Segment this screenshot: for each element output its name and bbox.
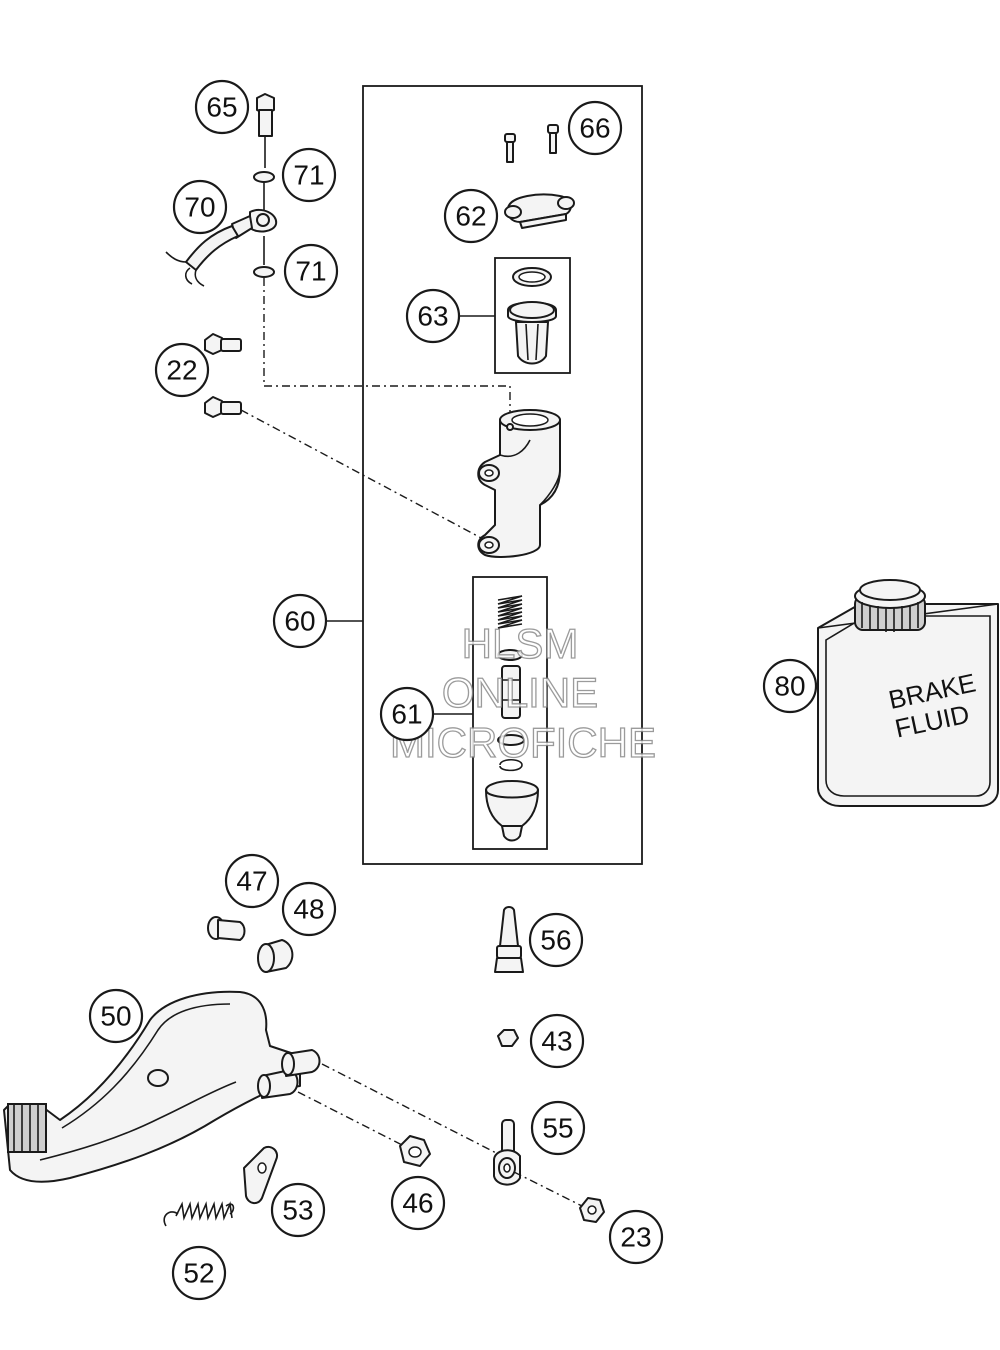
- master-cylinder-body: [477, 409, 561, 558]
- svg-text:43: 43: [541, 1026, 572, 1057]
- seal-61b: [497, 734, 525, 746]
- piston-61: [501, 665, 521, 719]
- svg-text:71: 71: [295, 256, 326, 287]
- svg-text:50: 50: [100, 1001, 131, 1032]
- callout-52: 52: [171, 1245, 227, 1301]
- washer-71-lower: [253, 266, 275, 278]
- svg-text:63: 63: [417, 301, 448, 332]
- reservoir-cap-62: [504, 193, 575, 229]
- callout-61: 61: [379, 686, 435, 742]
- bolt-22-lower: [204, 396, 242, 418]
- banjo-bolt-65: [256, 93, 275, 168]
- pin-47: [207, 916, 246, 941]
- sub-box-61: [472, 576, 548, 850]
- nut-23: [579, 1197, 605, 1223]
- diaphragm-63: [507, 301, 557, 365]
- callout-62: 62: [443, 188, 499, 244]
- svg-text:71: 71: [293, 160, 324, 191]
- callout-65: 65: [194, 79, 250, 135]
- washer-71-upper: [253, 171, 275, 183]
- seal-61a: [497, 649, 523, 661]
- watermark-line-2: ONLINE: [442, 669, 598, 716]
- watermark-line-1: HLSM: [462, 620, 579, 667]
- svg-text:80: 80: [774, 671, 805, 702]
- svg-text:70: 70: [184, 192, 215, 223]
- plate-53: [243, 1146, 278, 1204]
- callout-63: 63: [405, 288, 461, 344]
- callout-46: 46: [390, 1175, 446, 1231]
- callout-23: 23: [608, 1209, 664, 1265]
- watermark-line-3: MICROFICHE: [390, 719, 656, 766]
- callout-71-upper: 71: [281, 147, 337, 203]
- callout-43: 43: [529, 1013, 585, 1069]
- callout-71-lower: 71: [283, 243, 339, 299]
- spring-61: [497, 595, 523, 629]
- screw-66a: [504, 133, 516, 163]
- svg-text:52: 52: [183, 1258, 214, 1289]
- svg-text:55: 55: [542, 1113, 573, 1144]
- callout-60: 60: [272, 593, 328, 649]
- clevis-55: [493, 1119, 521, 1186]
- pushrod-56: [494, 906, 524, 973]
- svg-text:62: 62: [455, 201, 486, 232]
- svg-text:48: 48: [293, 894, 324, 925]
- spring-52: [163, 1201, 235, 1227]
- bolt-22-upper: [204, 333, 242, 355]
- callout-47: 47: [224, 853, 280, 909]
- callout-66: 66: [567, 100, 623, 156]
- bushing-48: [257, 939, 294, 973]
- svg-text:61: 61: [391, 699, 422, 730]
- callout-70: 70: [172, 179, 228, 235]
- brake-pedal-50: [3, 990, 321, 1183]
- svg-text:56: 56: [540, 925, 571, 956]
- svg-text:65: 65: [206, 92, 237, 123]
- nut-43: [497, 1029, 519, 1047]
- seal-ring-63: [512, 267, 552, 287]
- nut-46: [399, 1135, 431, 1167]
- brake-fluid-bottle-80: [817, 579, 999, 807]
- callout-56: 56: [528, 912, 584, 968]
- callout-22: 22: [154, 342, 210, 398]
- brake-hose-70: [165, 208, 278, 287]
- callout-48: 48: [281, 881, 337, 937]
- callout-55: 55: [530, 1100, 586, 1156]
- svg-text:60: 60: [284, 606, 315, 637]
- svg-text:46: 46: [402, 1188, 433, 1219]
- callout-80: 80: [762, 658, 818, 714]
- callout-53: 53: [270, 1182, 326, 1238]
- svg-text:66: 66: [579, 113, 610, 144]
- boot-61: [485, 780, 539, 842]
- svg-text:53: 53: [282, 1195, 313, 1226]
- screw-66b: [547, 124, 559, 154]
- clip-61: [499, 758, 523, 772]
- svg-text:47: 47: [236, 866, 267, 897]
- svg-text:22: 22: [166, 355, 197, 386]
- svg-text:23: 23: [620, 1222, 651, 1253]
- callout-50: 50: [88, 988, 144, 1044]
